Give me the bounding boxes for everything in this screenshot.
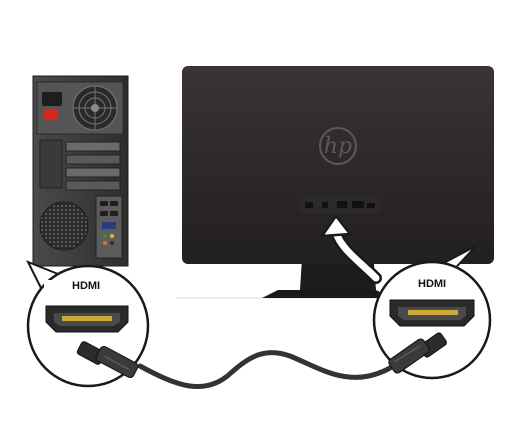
monitor-base xyxy=(262,290,392,298)
cable-wire xyxy=(140,353,390,387)
psu-fan-icon xyxy=(73,86,117,130)
left-hdmi-callout: HDMI xyxy=(28,262,148,386)
right-callout-label: HDMI xyxy=(418,278,446,290)
left-hdmi-port-icon xyxy=(46,306,128,332)
right-hdmi-callout: HDMI xyxy=(374,246,490,378)
pc-tower xyxy=(33,76,128,266)
left-callout-label: HDMI xyxy=(72,280,100,292)
power-switch xyxy=(44,109,58,119)
hp-logo-icon: hp xyxy=(320,128,356,164)
hp-logo-text: hp xyxy=(324,134,352,159)
power-socket xyxy=(42,92,62,106)
hdmi-cable xyxy=(140,353,390,387)
case-fan-icon xyxy=(40,202,88,250)
right-hdmi-port-icon xyxy=(390,300,474,326)
